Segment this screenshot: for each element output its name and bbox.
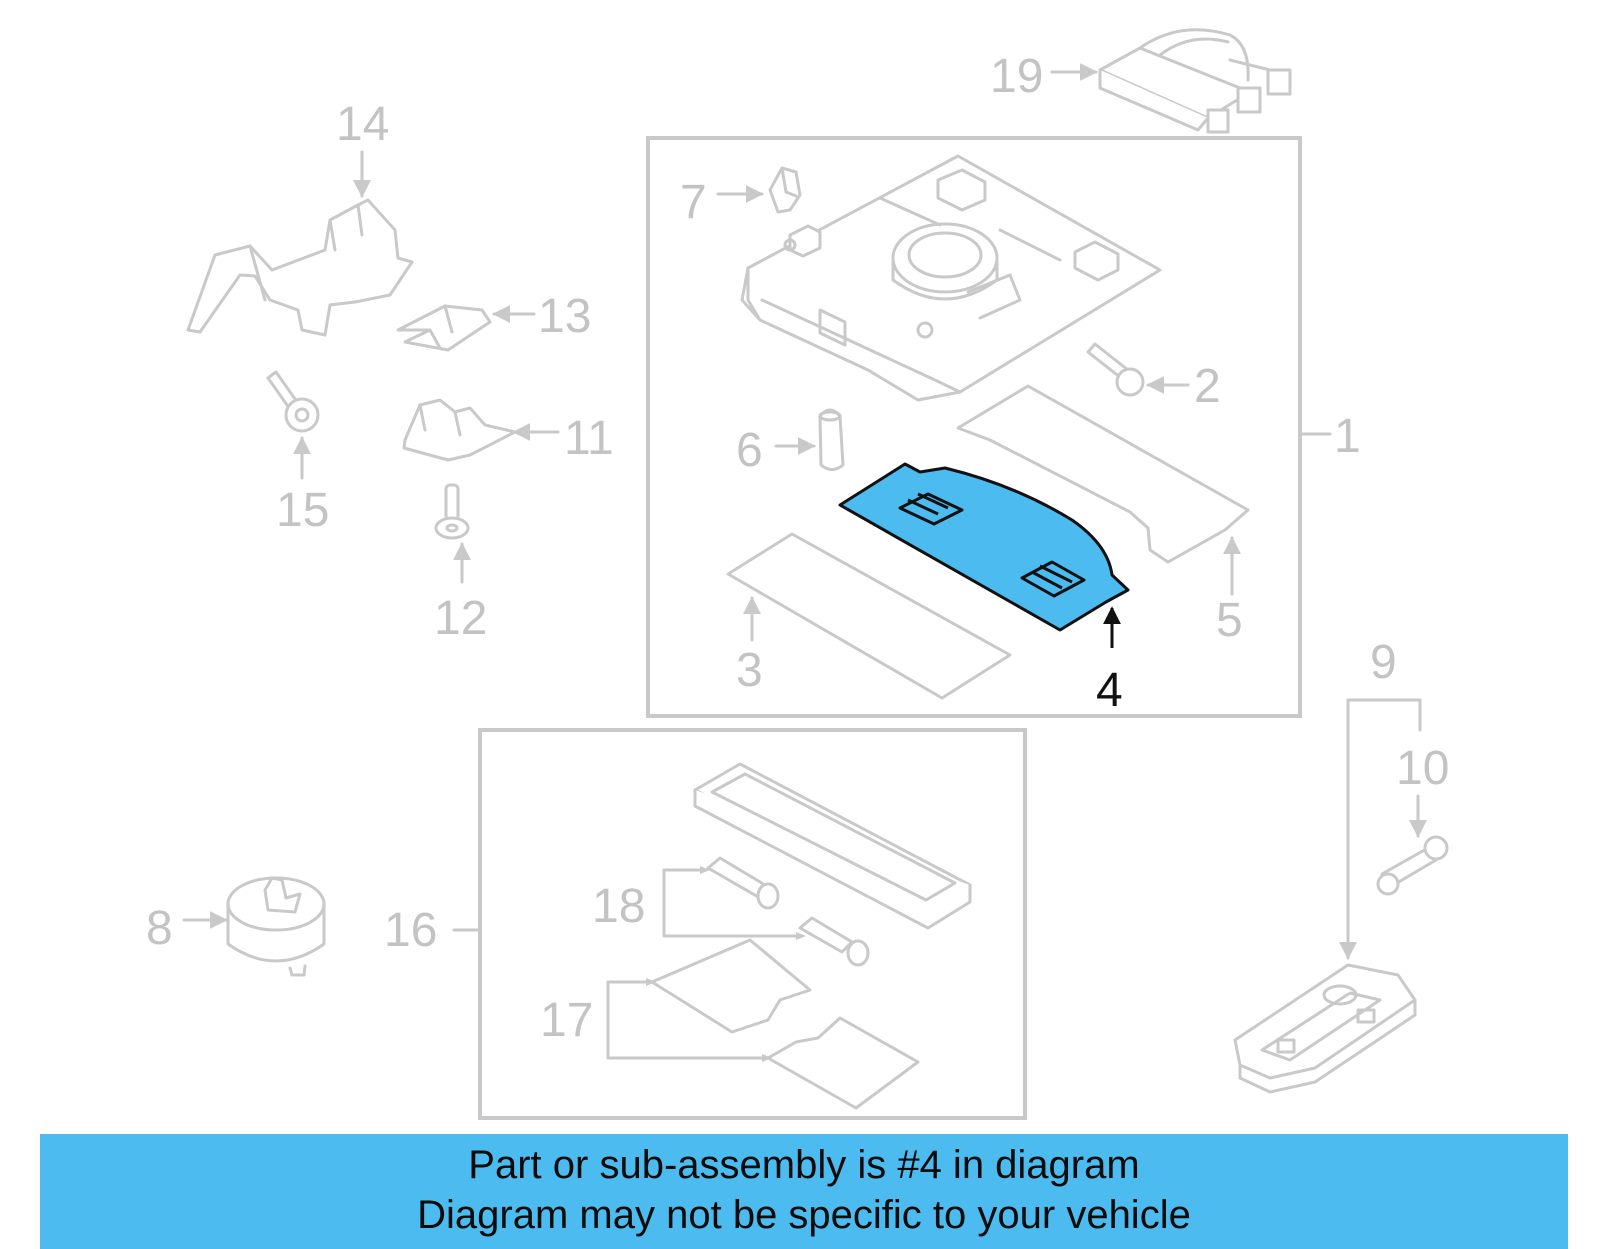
part-14-bracket [186, 150, 414, 337]
part-4-highlighted-lens [838, 462, 1130, 648]
callout-19: 19 [990, 50, 1043, 103]
part-6-bulb [774, 408, 845, 471]
assembly-box-16 [478, 728, 1027, 1120]
callout-12: 12 [434, 592, 487, 645]
callout-2: 2 [1194, 360, 1221, 413]
callout-17: 17 [540, 994, 593, 1047]
callout-14: 14 [336, 98, 389, 151]
part-1-overhead-console-housing [740, 154, 1162, 402]
callout-18: 18 [592, 880, 645, 933]
callout-1: 1 [1334, 410, 1361, 463]
part-15-screw [266, 370, 320, 480]
part-2-screw [1086, 342, 1190, 397]
banner-line-2: Diagram may not be specific to your vehi… [417, 1193, 1191, 1237]
part-19-wiring-harness [1050, 28, 1292, 134]
callout-10: 10 [1396, 742, 1449, 795]
part-18-bulbs [662, 856, 870, 967]
part-12-bolt [434, 483, 471, 584]
info-banner: Part or sub-assembly is #4 in diagram Di… [40, 1134, 1568, 1249]
part-8-lamp-socket [182, 876, 326, 977]
banner-line-1: Part or sub-assembly is #4 in diagram [468, 1143, 1140, 1187]
part-9-10-map-lamp [1233, 698, 1449, 1094]
callout-7: 7 [680, 176, 707, 229]
callout-3: 3 [736, 644, 763, 697]
part-17-lens-sheets [606, 938, 920, 1110]
callout-13: 13 [538, 290, 591, 343]
callout-9: 9 [1370, 636, 1397, 689]
part-16-lamp [452, 762, 972, 932]
callout-5: 5 [1216, 594, 1243, 647]
callout-15: 15 [276, 484, 329, 537]
part-7-clip [716, 166, 802, 214]
assembly-box-1 [646, 136, 1302, 718]
part-13-clip [396, 304, 536, 352]
callout-8: 8 [146, 902, 173, 955]
callout-4: 4 [1096, 664, 1123, 717]
callout-11: 11 [564, 412, 614, 465]
part-3-lens [726, 532, 1012, 700]
callout-6: 6 [736, 424, 763, 477]
part-5-gasket [956, 384, 1250, 596]
callout-16: 16 [384, 904, 437, 957]
part-11-bracket [402, 398, 560, 462]
